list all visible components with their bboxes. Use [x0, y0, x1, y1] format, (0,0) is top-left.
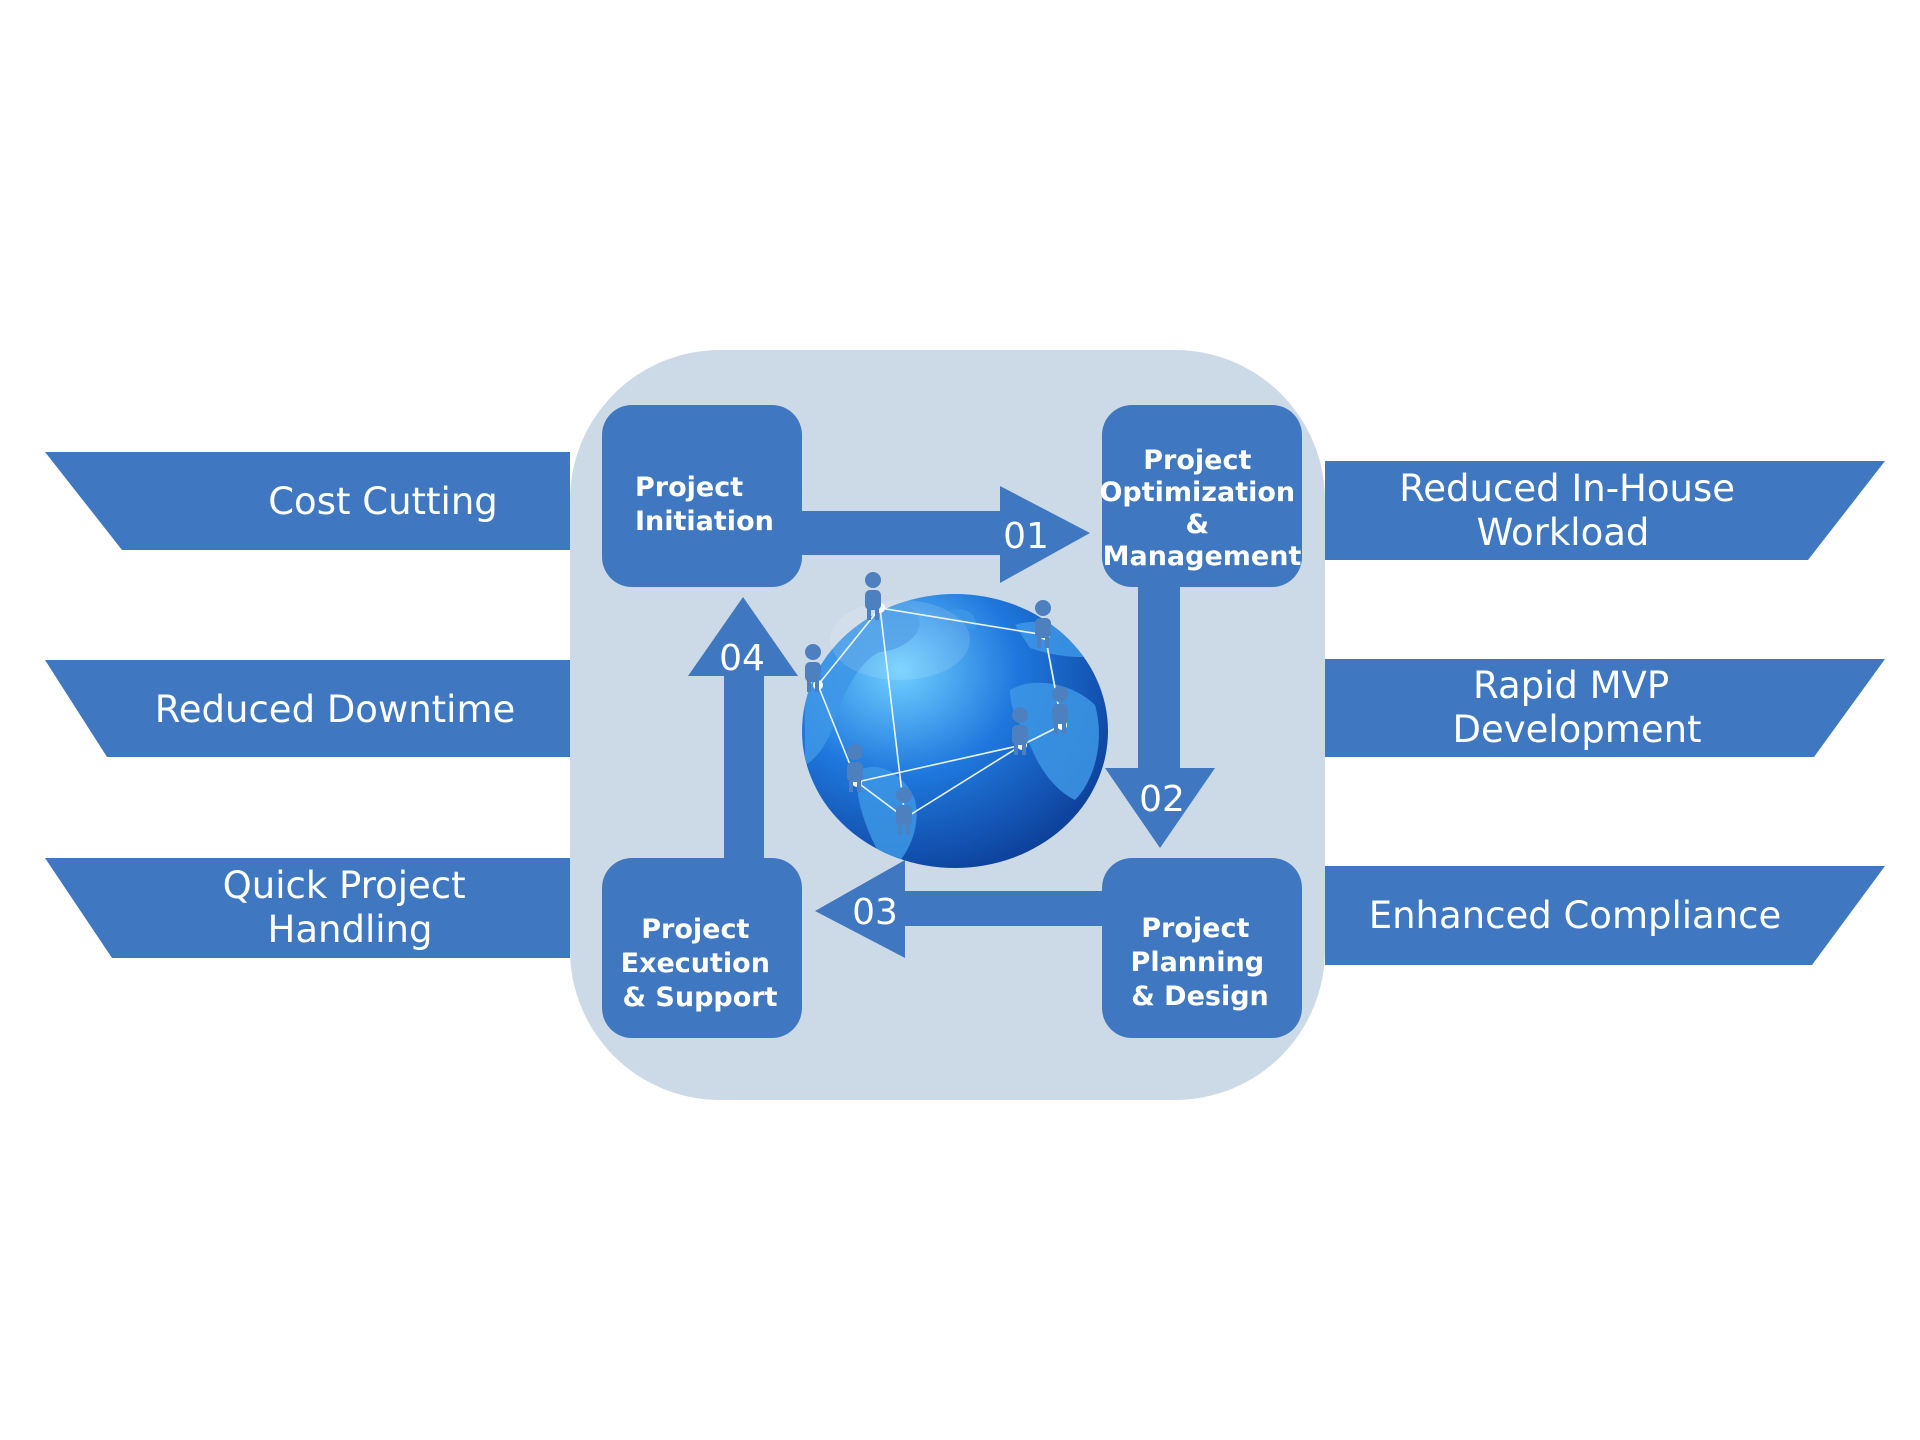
- benefit-band-reduced-in-house-workload: Reduced In-House Workload: [1325, 461, 1885, 560]
- globe-network-icon: [802, 572, 1108, 868]
- band-label: Reduced In-House Workload: [1399, 467, 1747, 554]
- band-shape: [45, 858, 570, 958]
- arrow-shape: [800, 486, 1090, 583]
- band-label: Quick Project Handling: [223, 864, 478, 951]
- benefit-band-enhanced-compliance: Enhanced Compliance: [1325, 866, 1885, 965]
- band-label: Rapid MVP Development: [1452, 664, 1701, 751]
- band-shape: [1325, 659, 1885, 757]
- step-box: [602, 405, 802, 587]
- step-label: Project Initiation: [635, 472, 774, 537]
- arrow-number: 02: [1139, 779, 1185, 820]
- person-icon: [1035, 600, 1051, 648]
- arrow-number: 01: [1003, 516, 1049, 557]
- benefit-band-quick-project-handling: Quick Project Handling: [45, 858, 570, 958]
- band-label: Reduced Downtime: [155, 688, 516, 731]
- band-shape: [45, 660, 570, 757]
- step-box: [1102, 405, 1302, 587]
- benefits-left: Cost Cutting Reduced Downtime Quick Proj…: [45, 452, 570, 958]
- step-label: Project Execution & Support: [621, 914, 780, 1013]
- globe-highlight: [830, 600, 970, 680]
- person-icon: [1012, 707, 1028, 755]
- arrow-02: 02: [1105, 585, 1215, 848]
- person-icon: [896, 787, 912, 835]
- arrow-03: 03: [815, 860, 1105, 958]
- step-project-initiation: Project Initiation: [602, 405, 802, 587]
- arrow-shape: [815, 860, 1105, 958]
- arrow-shape: [688, 597, 798, 860]
- step-project-planning-design: Project Planning & Design: [1102, 858, 1302, 1038]
- band-shape: [1325, 461, 1885, 560]
- person-icon: [865, 572, 881, 620]
- step-project-execution-support: Project Execution & Support: [602, 858, 802, 1038]
- person-icon: [805, 644, 821, 692]
- process-arrows: 01 02 03 04: [688, 486, 1215, 958]
- step-box: [1102, 858, 1302, 1038]
- band-label: Enhanced Compliance: [1369, 894, 1782, 937]
- arrow-shape: [1105, 585, 1215, 848]
- arrow-04: 04: [688, 597, 798, 860]
- step-box: [602, 858, 802, 1038]
- step-label: Project Planning & Design: [1131, 913, 1274, 1012]
- benefit-band-cost-cutting: Cost Cutting: [45, 452, 570, 550]
- arrow-number: 03: [852, 892, 898, 933]
- people-figures: [805, 572, 1068, 835]
- person-icon: [847, 744, 863, 792]
- arrow-number: 04: [719, 638, 765, 679]
- arrow-01: 01: [800, 486, 1090, 583]
- process-steps: Project Initiation Project Optimization …: [602, 405, 1304, 1038]
- person-icon: [1052, 686, 1068, 734]
- band-shape: [45, 452, 570, 550]
- step-project-optimization-management: Project Optimization & Management: [1099, 405, 1304, 587]
- benefit-band-reduced-downtime: Reduced Downtime: [45, 660, 570, 757]
- band-label: Cost Cutting: [268, 480, 498, 523]
- benefits-right: Reduced In-House Workload Rapid MVP Deve…: [1325, 461, 1885, 965]
- benefit-band-rapid-mvp-development: Rapid MVP Development: [1325, 659, 1885, 757]
- step-label: Project Optimization & Management: [1099, 445, 1304, 572]
- band-shape: [1325, 866, 1885, 965]
